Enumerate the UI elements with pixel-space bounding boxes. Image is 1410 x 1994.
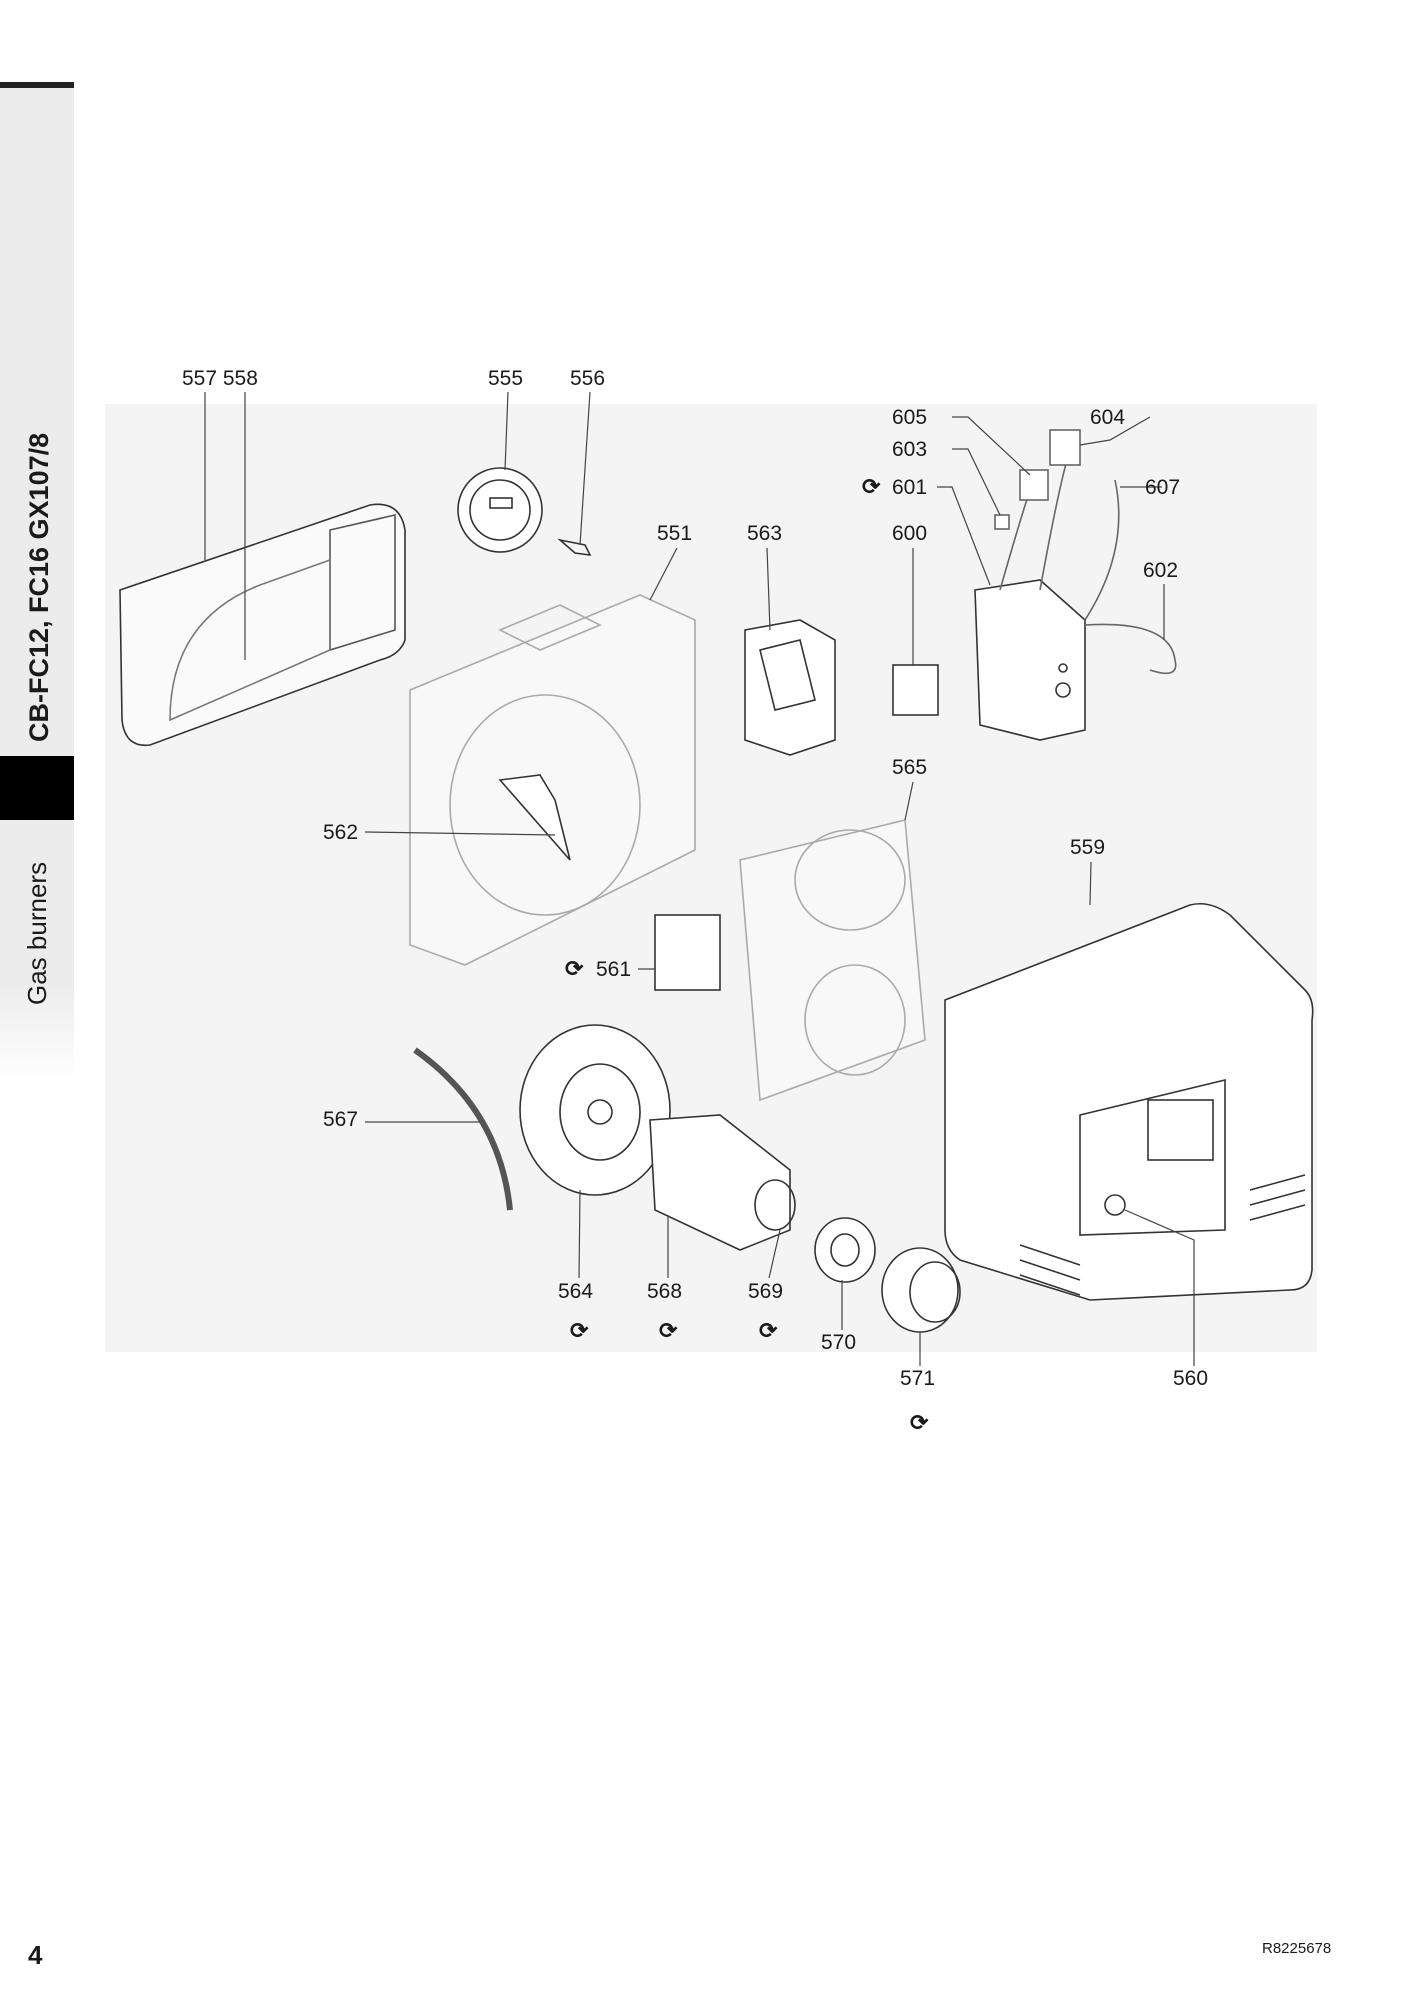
part-600 [892, 664, 939, 716]
label-560: 560 [1173, 1367, 1209, 1390]
part-564-fan [519, 1024, 671, 1196]
label-571: 571 [900, 1367, 936, 1390]
label-562: 562 [323, 821, 359, 844]
label-601: 601 [892, 476, 928, 499]
leader-lines [204, 391, 1195, 1366]
page-number: 4 [28, 1940, 43, 1970]
part-555-plate [457, 467, 543, 553]
label-569: 569 [748, 1280, 784, 1303]
part-571 [881, 1247, 961, 1333]
part-565-plate [739, 819, 926, 1102]
label-563: 563 [747, 522, 783, 545]
recycle-arrows-icon: ⟳ [659, 1318, 678, 1343]
label-565: 565 [892, 756, 928, 779]
part-561 [654, 914, 721, 991]
recycle-arrows-icon: ⟳ [862, 474, 881, 499]
part-556 [557, 538, 592, 556]
recycle-arrows-icon: ⟳ [565, 956, 584, 981]
label-551: 551 [657, 522, 693, 545]
label-567: 567 [323, 1108, 359, 1131]
label-557-558: 557 558 [182, 367, 258, 390]
side-tab-bar [0, 82, 74, 88]
part-559-cover [944, 902, 1314, 1301]
side-tab-marker [0, 756, 74, 820]
label-555: 555 [488, 367, 524, 390]
label-602: 602 [1143, 559, 1179, 582]
part-570 [814, 1217, 876, 1283]
label-559: 559 [1070, 836, 1106, 859]
label-604: 604 [1090, 406, 1126, 429]
label-568: 568 [647, 1280, 683, 1303]
label-570: 570 [821, 1331, 857, 1354]
part-568-motor [649, 1114, 796, 1251]
label-607: 607 [1145, 476, 1181, 499]
part-551-housing [409, 594, 696, 966]
side-tab-panel [0, 83, 74, 1083]
label-564: 564 [558, 1280, 594, 1303]
recycle-arrows-icon: ⟳ [570, 1318, 589, 1343]
part-601-control-box [974, 579, 1086, 741]
recycle-arrows-icon: ⟳ [910, 1410, 929, 1435]
label-600: 600 [892, 522, 928, 545]
part-567-tube [413, 1047, 513, 1211]
part-557-cover [119, 503, 406, 747]
recycle-arrows-icon: ⟳ [759, 1318, 778, 1343]
label-605: 605 [892, 406, 928, 429]
part-563-valve [744, 619, 836, 756]
label-561: 561 [596, 958, 632, 981]
label-556: 556 [570, 367, 606, 390]
part-cables-603-607 [994, 429, 1177, 675]
label-603: 603 [892, 438, 928, 461]
part-562-blade [498, 774, 571, 861]
document-reference: R8225678 [1262, 1940, 1332, 1957]
